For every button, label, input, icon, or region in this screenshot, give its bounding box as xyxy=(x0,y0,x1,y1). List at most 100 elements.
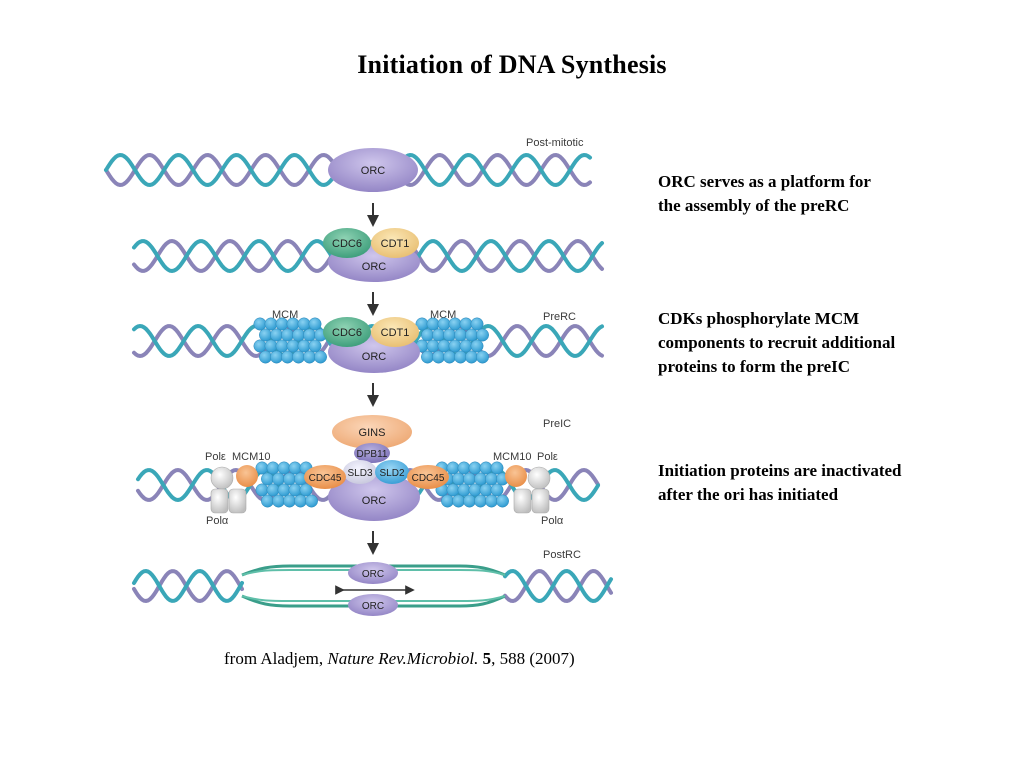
pol-alpha-left-a xyxy=(210,488,229,514)
mcm-subunit xyxy=(270,328,283,342)
note-prerc-assembly: ORC serves as a platform for the assembl… xyxy=(658,172,871,215)
mcm-subunit xyxy=(286,339,300,353)
mcm-subunit xyxy=(485,494,498,508)
cdc6-label: CDC6 xyxy=(332,238,362,250)
mcm-subunit xyxy=(288,483,302,497)
pol-epsilon-label-right: Polε xyxy=(537,451,558,463)
mcm-subunit xyxy=(443,350,456,364)
dna-strand xyxy=(132,569,244,604)
mcm-subunit xyxy=(303,328,316,342)
cdt1-label: CDT1 xyxy=(381,238,410,250)
dna-strand xyxy=(503,568,613,604)
mcm-subunit xyxy=(476,328,489,342)
dna-strand xyxy=(132,568,244,603)
mcm10-label-left: MCM10 xyxy=(232,451,271,463)
page-title: Initiation of DNA Synthesis xyxy=(357,50,667,79)
dna-strand xyxy=(503,568,613,604)
mcm-subunit xyxy=(452,472,465,486)
cdc45-label-left: CDC45 xyxy=(309,473,342,484)
cdc45-protein-right xyxy=(407,465,449,489)
stage-label-prerc: PreRC xyxy=(543,311,576,323)
mcm-subunit xyxy=(308,339,322,353)
mcm-subunit xyxy=(297,317,311,331)
mcm-subunit xyxy=(457,483,471,497)
mcm-subunit xyxy=(255,461,269,475)
mcm-subunit xyxy=(275,339,289,353)
mcm-cluster-right xyxy=(435,461,509,508)
mcm-subunit xyxy=(308,317,322,331)
stage-label-preic: PreIC xyxy=(543,418,571,430)
stage-label-post-mitotic: Post-mitotic xyxy=(526,137,584,149)
mcm-subunit xyxy=(470,339,484,353)
dpb11-protein xyxy=(354,443,390,463)
mcm-subunit xyxy=(261,494,274,508)
mcm-subunit xyxy=(459,317,473,331)
orc-complex-upper xyxy=(348,562,398,584)
mcm-subunit xyxy=(286,317,300,331)
mcm-subunit xyxy=(283,494,296,508)
mcm-subunit xyxy=(437,339,451,353)
mcm-subunit xyxy=(259,328,272,342)
mcm-subunit xyxy=(459,339,473,353)
mcm-subunit xyxy=(305,494,318,508)
mcm-subunit xyxy=(292,328,305,342)
citation-rest: , 588 (2007) xyxy=(491,649,575,668)
mcm-subunit xyxy=(253,339,267,353)
sld2-label: SLD2 xyxy=(379,468,404,479)
mcm-subunit xyxy=(272,494,285,508)
mcm-subunit xyxy=(426,339,440,353)
mcm-subunit xyxy=(277,461,291,475)
mcm-subunit xyxy=(261,472,274,486)
mcm-subunit xyxy=(454,350,467,364)
mcm-subunit xyxy=(272,472,285,486)
mcm-cluster-left xyxy=(255,461,318,508)
mcm-subunit xyxy=(294,494,307,508)
gins-complex xyxy=(332,415,412,449)
cdc6-label: CDC6 xyxy=(332,327,362,339)
mcm-subunit xyxy=(292,350,305,364)
mcm10-protein-left xyxy=(236,465,258,487)
mcm-subunit xyxy=(421,350,434,364)
mcm-subunit xyxy=(463,472,476,486)
mcm-subunit xyxy=(259,350,272,364)
mcm-subunit xyxy=(255,483,269,497)
mcm-subunit xyxy=(474,472,487,486)
mcm-subunit xyxy=(465,350,478,364)
mcm-subunit xyxy=(281,328,294,342)
cdt1-protein xyxy=(371,317,419,347)
mcm-subunit xyxy=(270,350,283,364)
orc-label: ORC xyxy=(362,351,387,363)
orc-label: ORC xyxy=(362,569,384,580)
pol-alpha-right-b xyxy=(531,488,550,514)
mcm-cluster-left xyxy=(253,317,327,364)
mcm-subunit xyxy=(266,461,280,475)
pol-alpha-right-a xyxy=(513,488,532,514)
orc-complex xyxy=(328,473,420,521)
mcm-subunit xyxy=(474,494,487,508)
mcm-subunit xyxy=(283,472,296,486)
mcm-subunit xyxy=(496,494,509,508)
cdc6-protein xyxy=(323,317,371,347)
mcm-subunit xyxy=(454,328,467,342)
mcm-subunit xyxy=(443,328,456,342)
pol-alpha-label-right: Polα xyxy=(541,515,564,527)
mcm-subunit xyxy=(441,494,454,508)
orc-label: ORC xyxy=(362,261,387,273)
mcm-subunit xyxy=(288,461,302,475)
stage-label-postrc: PostRC xyxy=(543,549,581,561)
mcm-subunit xyxy=(432,328,445,342)
cdc6-protein xyxy=(323,228,371,258)
orc-complex xyxy=(328,148,418,192)
mcm-subunit xyxy=(485,472,498,486)
pol-epsilon-label-left: Polε xyxy=(205,451,226,463)
mcm-subunit xyxy=(479,461,493,475)
mcm-subunit xyxy=(264,339,278,353)
mcm-subunit xyxy=(303,350,316,364)
sld3-label: SLD3 xyxy=(347,468,372,479)
mcm-subunit xyxy=(421,328,434,342)
mcm-subunit xyxy=(470,317,484,331)
gins-label: GINS xyxy=(359,427,386,439)
mcm-subunit xyxy=(314,350,327,364)
mcm-subunit xyxy=(463,494,476,508)
